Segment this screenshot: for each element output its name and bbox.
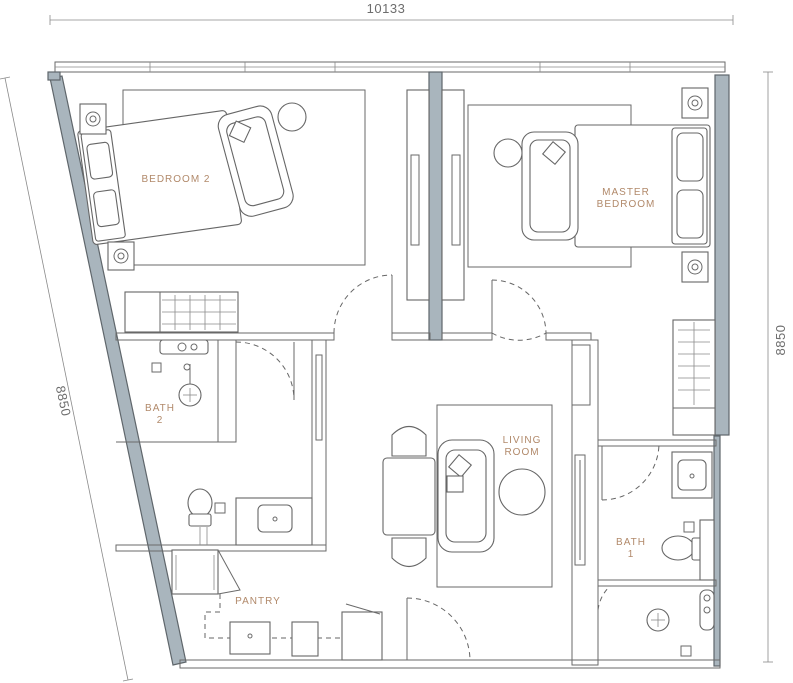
room-label-living-1: LIVING xyxy=(503,435,542,446)
floor-drain-icon xyxy=(680,645,692,657)
armchair-icon xyxy=(217,105,294,217)
top-dimension: 10133 xyxy=(49,1,734,25)
bath1: BATH 1 xyxy=(616,451,715,657)
sliding-door xyxy=(315,354,323,441)
side-table-icon xyxy=(277,102,307,132)
right-dimension-label: 8850 xyxy=(773,325,788,356)
coffee-table-icon xyxy=(498,468,546,516)
dining-table xyxy=(382,457,436,536)
bath2: BATH 2 xyxy=(145,339,313,546)
fridge xyxy=(171,549,219,595)
dining-chair xyxy=(391,537,427,568)
nightstand-lamp-icon xyxy=(107,241,135,271)
toilet-icon xyxy=(661,535,705,561)
pillow xyxy=(676,189,704,239)
central-wardrobes xyxy=(406,89,465,301)
pantry-cabinet xyxy=(341,611,383,661)
room-label-master-2: BEDROOM xyxy=(597,199,656,210)
floor-drain-icon xyxy=(214,502,226,514)
floor-drain-icon xyxy=(683,521,695,533)
room-label-bedroom2: BEDROOM 2 xyxy=(141,174,210,185)
living-room: LIVING ROOM xyxy=(382,344,591,588)
bedroom2-bed xyxy=(77,110,242,245)
interior-walls xyxy=(115,332,717,666)
nightstand-lamp-icon xyxy=(681,251,709,283)
top-dimension-label: 10133 xyxy=(367,1,406,16)
room-label-bath1-1: BATH xyxy=(616,537,646,548)
exterior-walls xyxy=(47,61,730,669)
pillow xyxy=(676,132,704,182)
pantry-hob xyxy=(291,621,319,657)
left-dimension: 8850 xyxy=(0,76,134,682)
left-dimension-label: 8850 xyxy=(53,384,74,417)
right-dimension: 8850 xyxy=(763,71,788,663)
toilet-icon xyxy=(187,488,213,527)
bath2-vanity-top xyxy=(159,339,209,355)
tv-console xyxy=(574,454,586,566)
room-label-pantry: PANTRY xyxy=(235,596,281,607)
armchair-icon xyxy=(521,131,579,241)
sofa-icon xyxy=(437,439,495,553)
room-label-living-2: ROOM xyxy=(504,447,539,458)
room-label-bath1-2: 1 xyxy=(628,549,635,560)
bedroom2-label: BEDROOM 2 xyxy=(141,174,210,185)
master-bedroom: MASTER BEDROOM xyxy=(467,87,716,436)
bedroom2: BEDROOM 2 xyxy=(77,89,366,333)
room-label-bath2-2: 2 xyxy=(157,415,164,426)
room-label-master-1: MASTER xyxy=(602,187,650,198)
dining-chair xyxy=(391,425,427,457)
side-table-icon xyxy=(493,138,523,168)
pantry: PANTRY xyxy=(171,549,383,661)
doors xyxy=(235,274,660,661)
room-label-bath2-1: BATH xyxy=(145,403,175,414)
nightstand-lamp-icon xyxy=(681,87,709,119)
floor-drain-icon xyxy=(151,362,162,373)
nightstand-lamp-icon xyxy=(79,103,107,135)
living-rug xyxy=(436,404,553,588)
